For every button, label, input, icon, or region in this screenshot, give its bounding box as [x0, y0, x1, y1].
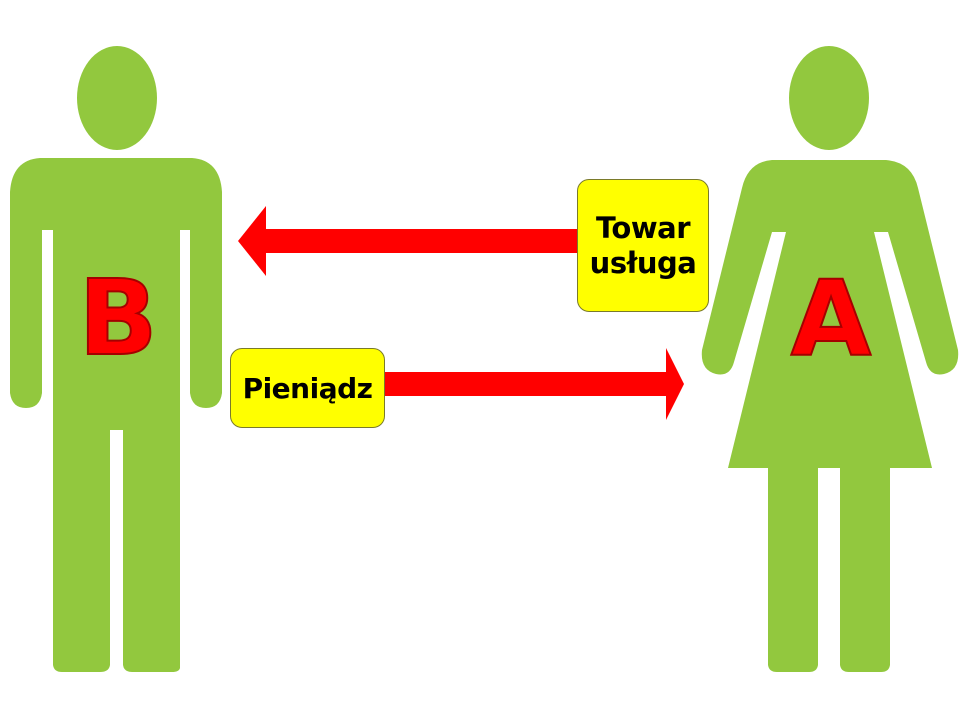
money-arrow: [382, 348, 684, 420]
person-letter-b: B: [78, 257, 157, 379]
goods-label-line1: Towar: [595, 210, 691, 245]
money-label: Pieniądz: [230, 348, 385, 428]
person-letter-a: A: [791, 258, 872, 380]
woman-icon: A: [701, 46, 959, 672]
goods-label-line2: usługa: [589, 245, 697, 280]
money-label-text: Pieniądz: [242, 371, 373, 405]
man-icon: B: [10, 46, 222, 672]
goods-arrow: [238, 206, 580, 276]
goods-service-label: Towar usługa: [577, 179, 709, 312]
